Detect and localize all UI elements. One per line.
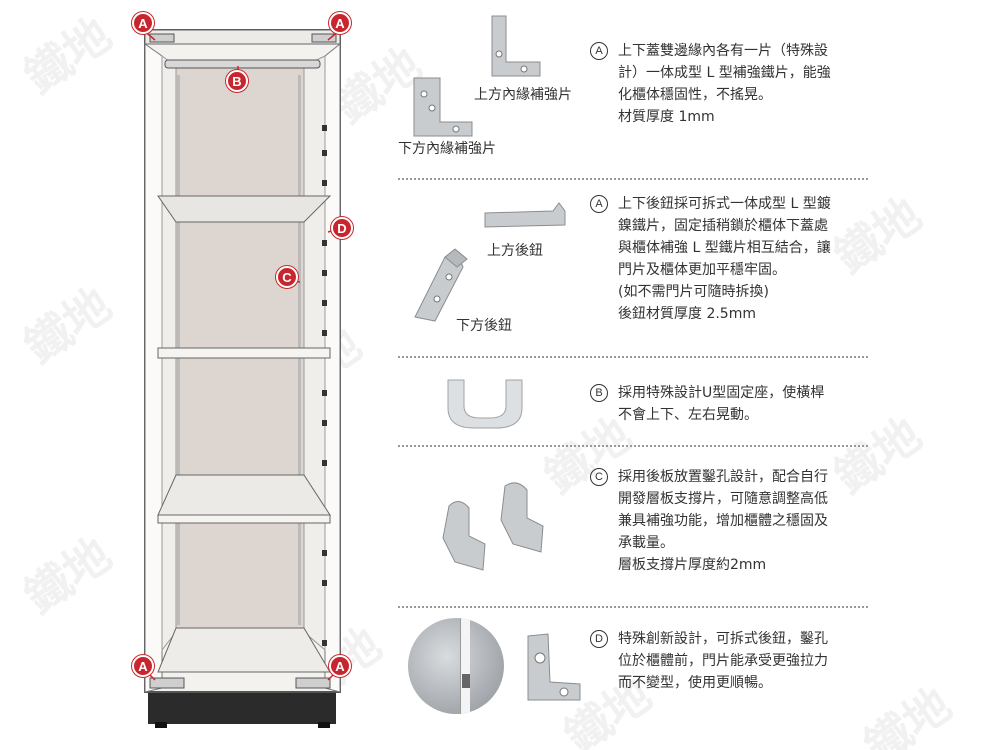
desc-line: 化櫃体穩固性，不搖晃。 bbox=[618, 87, 772, 103]
label-lower-inner-plate: 下方內緣補強片 bbox=[398, 141, 496, 157]
desc-line: (如不需門片可隨時拆換) bbox=[618, 284, 769, 300]
shelf-supports-image bbox=[442, 482, 544, 571]
marker-a-bottom-right: A bbox=[329, 655, 351, 677]
hinge-closeup-photo bbox=[408, 618, 504, 714]
cabinet-illustration bbox=[142, 29, 343, 728]
desc-line: 特殊創新設計，可拆式後鈕，鑿孔 bbox=[618, 631, 828, 647]
marker-a-top-right: A bbox=[329, 12, 351, 34]
desc-line: 門片及櫃体更加平穩牢固。 bbox=[618, 262, 786, 278]
marker-a-bottom-left: A bbox=[132, 655, 154, 677]
badge-icon: B bbox=[590, 384, 608, 402]
desc-line: 上下蓋雙邊緣內各有一片（特殊設 bbox=[618, 43, 828, 59]
badge-icon: A bbox=[590, 195, 608, 213]
label-upper-hinge: 上方後鈕 bbox=[487, 243, 543, 259]
hinges-image bbox=[414, 202, 566, 322]
desc-line: 鎳鐵片，固定插稍鎖於櫃体下蓋處 bbox=[618, 218, 828, 234]
desc-line: 後鈕材質厚度 2.5mm bbox=[618, 306, 756, 322]
divider bbox=[398, 178, 868, 180]
desc-line: 計）一体成型 L 型補強鐵片，能強 bbox=[618, 65, 831, 81]
marker-d: D bbox=[331, 217, 353, 239]
desc-line: 不會上下、左右晃動。 bbox=[618, 407, 758, 423]
detachable-hinge-image bbox=[527, 633, 581, 701]
badge-icon: D bbox=[590, 630, 608, 648]
desc-line: 採用特殊設計U型固定座，使橫桿 bbox=[618, 385, 825, 401]
divider bbox=[398, 356, 868, 358]
label-lower-hinge: 下方後鈕 bbox=[456, 318, 512, 334]
description-3: B 採用特殊設計U型固定座，使橫桿 不會上下、左右晃動。 bbox=[590, 382, 870, 426]
label-upper-inner-plate: 上方內緣補強片 bbox=[474, 87, 572, 103]
desc-line: 承載量。 bbox=[618, 535, 674, 551]
badge-icon: A bbox=[590, 42, 608, 60]
desc-line: 位於櫃體前，門片能承受更強拉力 bbox=[618, 653, 828, 669]
description-4: C 採用後板放置鑿孔設計，配合自行 開發層板支撐片，可隨意調整高低 兼具補強功能… bbox=[590, 466, 870, 576]
marker-c: C bbox=[276, 266, 298, 288]
description-2: A 上下後鈕採可拆式一体成型 L 型鍍 鎳鐵片，固定插稍鎖於櫃体下蓋處 與櫃体補… bbox=[590, 193, 870, 325]
desc-line: 兼具補強功能，增加櫃體之穩固及 bbox=[618, 513, 828, 529]
desc-line: 與櫃体補強 L 型鐵片相互結合，讓 bbox=[618, 240, 831, 256]
desc-line: 採用後板放置鑿孔設計，配合自行 bbox=[618, 469, 828, 485]
desc-line: 而不變型，使用更順暢。 bbox=[618, 675, 772, 691]
u-bracket-image bbox=[447, 379, 523, 429]
badge-icon: C bbox=[590, 468, 608, 486]
marker-b: B bbox=[226, 70, 248, 92]
description-1: A 上下蓋雙邊緣內各有一片（特殊設 計）一体成型 L 型補強鐵片，能強 化櫃体穩… bbox=[590, 40, 870, 128]
desc-line: 上下後鈕採可拆式一体成型 L 型鍍 bbox=[618, 196, 831, 212]
desc-line: 開發層板支撐片，可隨意調整高低 bbox=[618, 491, 828, 507]
marker-a-top-left: A bbox=[132, 12, 154, 34]
reinforcement-plates-image bbox=[413, 15, 541, 137]
desc-line: 層板支撐片厚度約2mm bbox=[618, 557, 767, 573]
divider bbox=[398, 445, 868, 447]
description-5: D 特殊創新設計，可拆式後鈕，鑿孔 位於櫃體前，門片能承受更強拉力 而不變型，使… bbox=[590, 628, 870, 694]
divider bbox=[398, 606, 868, 608]
desc-line: 材質厚度 1mm bbox=[618, 109, 715, 125]
